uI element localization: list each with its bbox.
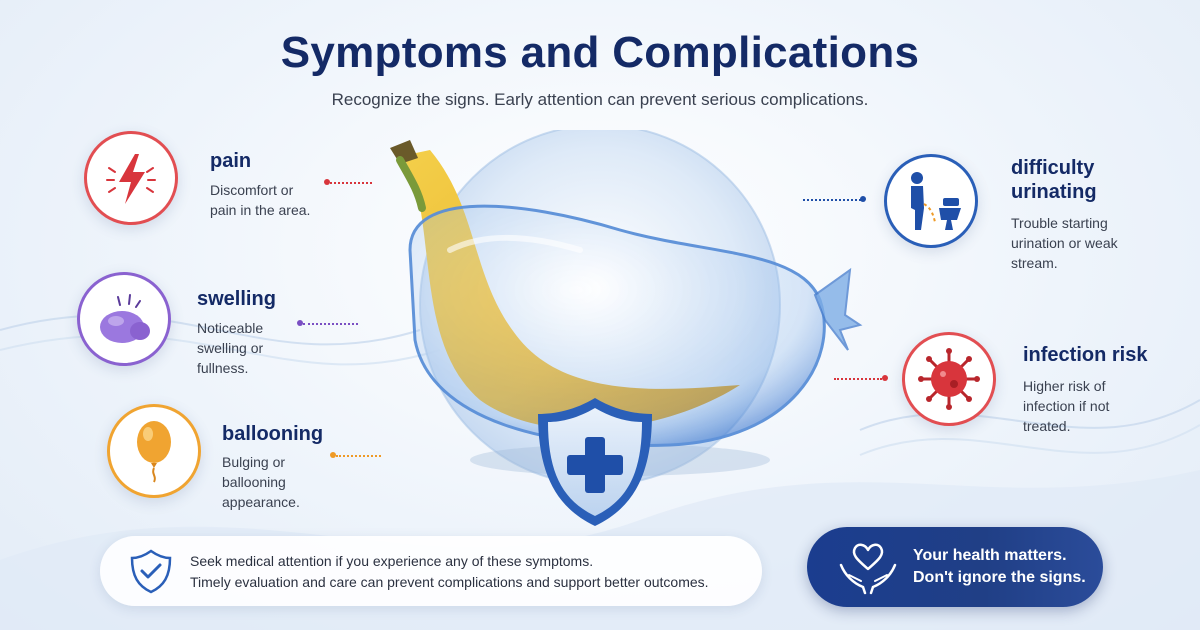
urinating-description-line-1: Trouble starting [1011,215,1108,231]
person-toilet-icon [911,172,961,230]
banner-line-2: Don't ignore the signs. [913,569,1086,586]
urinating-title-line-1: difficulty [1011,157,1095,179]
lightning-bolt-icon [106,154,156,204]
swelling-title: swelling [197,288,276,310]
ballooning-description-line-2: ballooning [222,474,286,490]
urinating-icon-circle [884,154,978,248]
ballooning-description-line-1: Bulging or [222,454,286,470]
infection-connector-dot [882,375,888,381]
swelling-description-line-1: Noticeable [197,320,264,336]
infection-risk-title: infection risk [1023,344,1148,366]
pain-description-line-2: pain in the area. [210,202,311,218]
ballooning-description-line-3: appearance. [222,494,300,510]
urinating-connector-dot [860,196,866,202]
infection-description-line-2: infection if not [1023,398,1110,414]
ballooning-connector [336,455,381,457]
banana-balloon-illustration [390,130,863,486]
swelling-description-line-2: swelling or [197,340,264,356]
swelling-blob-icon [100,294,150,343]
swelling-connector-dot [297,320,303,326]
infection-icon-circle [902,332,996,426]
swelling-description-line-3: fullness. [197,360,249,376]
medical-notice-box: Seek medical attention if you experience… [100,536,762,606]
urinating-title-line-2: urinating [1011,181,1097,203]
banner-line-1: Your health matters. [913,547,1067,564]
pain-title: pain [210,150,252,172]
notice-line-1: Seek medical attention if you experience… [190,553,594,569]
infection-connector [834,378,882,380]
urinating-description-line-3: stream. [1011,255,1058,271]
notice-line-2: Timely evaluation and care can prevent c… [190,574,709,590]
pain-connector-dot [324,179,330,185]
page-subtitle: Recognize the signs. Early attention can… [331,90,869,109]
urinating-description-line-2: urination or weak [1011,235,1118,251]
medical-shield-cross-icon [538,398,652,526]
pain-connector [330,182,372,184]
swelling-connector [303,323,358,325]
infection-description-line-3: treated. [1023,418,1071,434]
pain-icon-circle [84,131,178,225]
swelling-icon-circle [77,272,171,366]
virus-icon [918,348,980,410]
balloon-icon [137,421,171,483]
pain-description-line-1: Discomfort or [210,182,294,198]
ballooning-title: ballooning [222,423,324,445]
urinating-connector [803,199,861,201]
ballooning-icon-circle [107,404,201,498]
shield-check-icon [130,549,172,594]
heart-hands-icon [839,543,897,595]
page-title: Symptoms and Complications [280,28,920,77]
health-matters-banner: Your health matters. Don't ignore the si… [807,527,1103,607]
ballooning-connector-dot [330,452,336,458]
infection-description-line-1: Higher risk of [1023,378,1106,394]
